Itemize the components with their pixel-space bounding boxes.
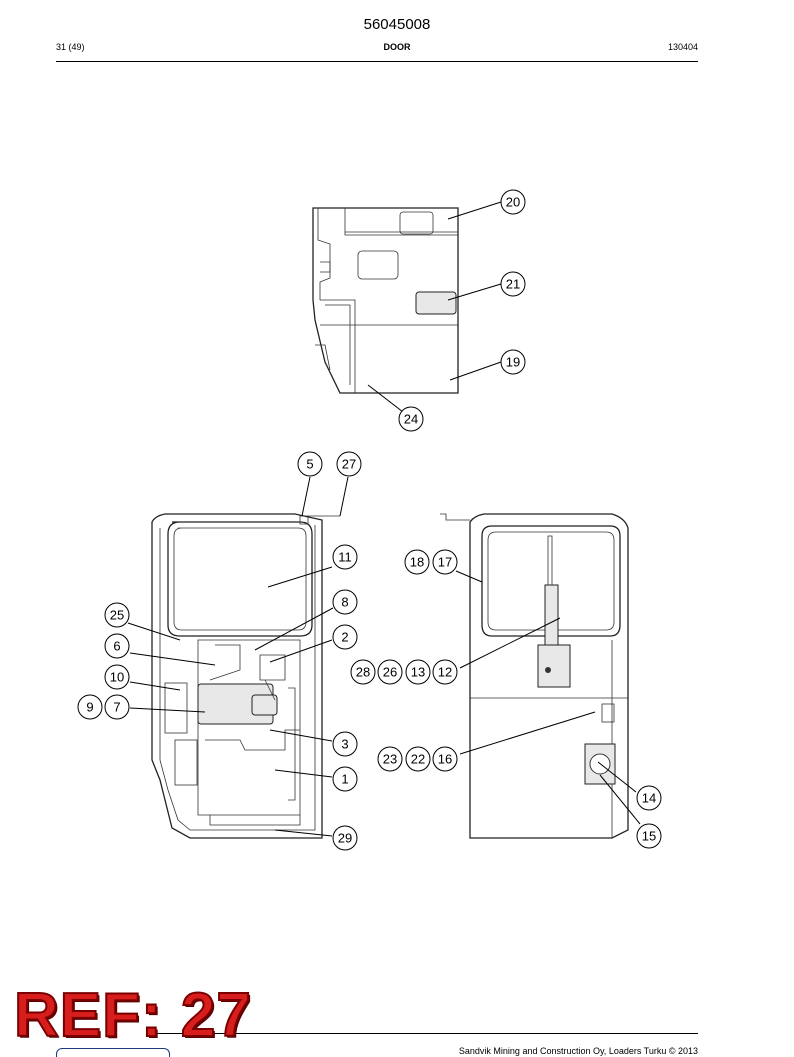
- footer-company-text: Sandvik Mining and Construction Oy, Load…: [458, 1046, 698, 1056]
- svg-text:29: 29: [338, 831, 352, 846]
- svg-text:6: 6: [113, 639, 120, 654]
- svg-text:19: 19: [506, 355, 520, 370]
- callout-11: 11: [332, 544, 358, 570]
- svg-text:8: 8: [341, 595, 348, 610]
- svg-text:9: 9: [86, 700, 93, 715]
- callout-12: 12: [432, 659, 458, 685]
- callout-22: 22: [405, 746, 431, 772]
- callout-27: 27: [336, 451, 362, 477]
- svg-text:14: 14: [642, 791, 656, 806]
- callout-26: 26: [377, 659, 403, 685]
- callout-24: 24: [398, 406, 424, 432]
- svg-text:24: 24: [404, 412, 418, 427]
- svg-text:3: 3: [341, 737, 348, 752]
- svg-text:10: 10: [110, 670, 124, 685]
- callout-23: 23: [377, 746, 403, 772]
- svg-text:11: 11: [338, 550, 352, 565]
- svg-text:21: 21: [506, 277, 520, 292]
- callout-15: 15: [636, 823, 662, 849]
- callout-14: 14: [636, 785, 662, 811]
- page-title: DOOR: [383, 42, 411, 52]
- svg-text:26: 26: [383, 665, 397, 680]
- callout-29: 29: [332, 825, 358, 851]
- door-inner-view: [151, 513, 340, 839]
- callout-18: 18: [404, 549, 430, 575]
- svg-text:15: 15: [642, 829, 656, 844]
- svg-text:13: 13: [411, 665, 425, 680]
- door-outer-panel: [312, 207, 459, 394]
- ref-stamp: REF: 27: [13, 981, 252, 1050]
- header-rule: [56, 61, 698, 62]
- leader-lines: [127, 201, 641, 837]
- callout-7: 7: [104, 694, 130, 720]
- callout-5: 5: [297, 451, 323, 477]
- svg-text:5: 5: [306, 457, 313, 472]
- callout-8: 8: [332, 589, 358, 615]
- svg-text:2: 2: [341, 630, 348, 645]
- svg-text:16: 16: [438, 752, 452, 767]
- callout-17: 17: [432, 549, 458, 575]
- callout-20: 20: [500, 189, 526, 215]
- callout-28: 28: [350, 659, 376, 685]
- svg-text:1: 1: [341, 772, 348, 787]
- svg-text:22: 22: [411, 752, 425, 767]
- document-number: 56045008: [363, 16, 431, 33]
- svg-text:28: 28: [356, 665, 370, 680]
- callout-1: 1: [332, 766, 358, 792]
- callout-13: 13: [405, 659, 431, 685]
- svg-text:20: 20: [506, 195, 520, 210]
- svg-text:23: 23: [383, 752, 397, 767]
- svg-text:25: 25: [110, 608, 124, 623]
- callout-19: 19: [500, 349, 526, 375]
- callout-16: 16: [432, 746, 458, 772]
- page-indicator: 31 (49): [56, 42, 85, 52]
- svg-text:7: 7: [113, 700, 120, 715]
- svg-text:27: 27: [342, 457, 356, 472]
- callout-6: 6: [104, 633, 130, 659]
- svg-text:17: 17: [438, 555, 452, 570]
- callout-10: 10: [104, 664, 130, 690]
- callout-9: 9: [77, 694, 103, 720]
- callout-25: 25: [104, 602, 130, 628]
- callout-21: 21: [500, 271, 526, 297]
- svg-text:12: 12: [438, 665, 452, 680]
- svg-text:18: 18: [410, 555, 424, 570]
- footer-rule: [150, 1033, 698, 1034]
- callout-2: 2: [332, 624, 358, 650]
- date-code: 130404: [667, 42, 698, 52]
- callout-3: 3: [332, 731, 358, 757]
- door-outer-view: [440, 513, 629, 839]
